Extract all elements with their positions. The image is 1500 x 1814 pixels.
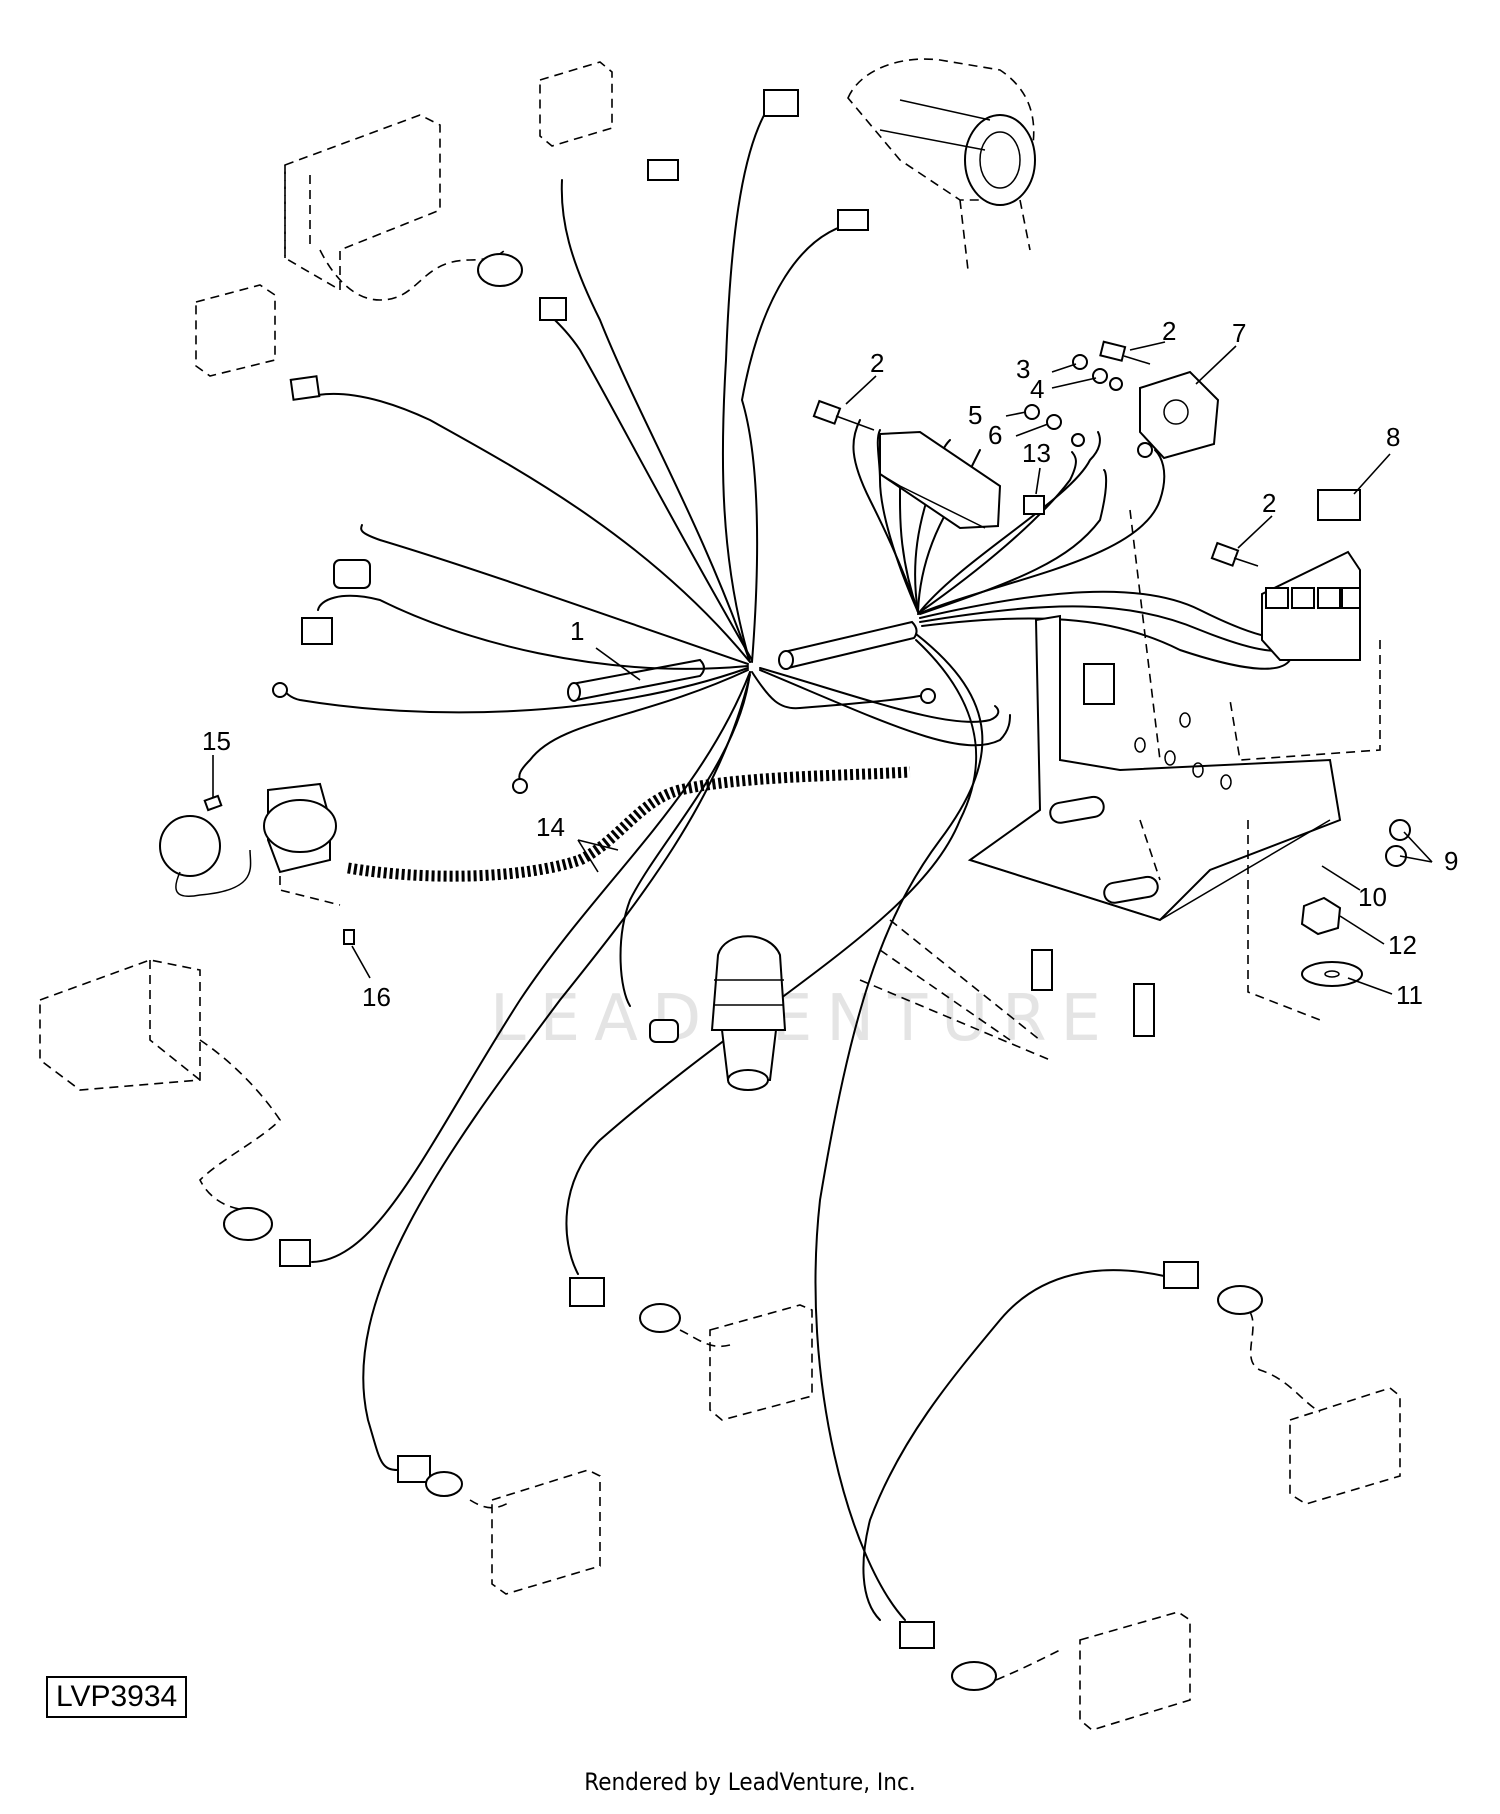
callout-14: 14 — [536, 812, 565, 842]
callout-15: 15 — [202, 726, 231, 756]
connector-b — [539, 297, 567, 321]
part-13 — [1023, 495, 1045, 515]
bottom-right-lamp-b — [899, 1611, 1191, 1731]
connector-g — [301, 617, 333, 645]
connector-c — [647, 159, 679, 181]
mounting-plate-10 — [967, 614, 1342, 922]
watermark: LEADVENTURE — [490, 982, 1115, 1056]
connector-d — [837, 209, 869, 231]
harness-sleeve-left — [567, 658, 705, 702]
top-small-lamp — [539, 61, 613, 147]
callout-2c: 2 — [1262, 488, 1276, 518]
spacers — [1031, 949, 1155, 1037]
connector-e — [763, 89, 799, 117]
connector-a — [289, 375, 321, 401]
diagram-id-label: LVP3934 — [46, 1676, 188, 1718]
callout-6: 6 — [988, 420, 1002, 450]
washer-11 — [1301, 961, 1363, 987]
bottom-middle-lamp — [569, 1277, 813, 1421]
bolt-2-right — [1210, 541, 1259, 567]
upper-left-small-lamp — [195, 284, 276, 377]
hardware-3-6 — [1024, 340, 1153, 458]
callout-13: 13 — [1022, 438, 1051, 468]
bottom-left-lamp — [397, 1455, 601, 1595]
beacon-lamp — [649, 935, 787, 1091]
relay-7 — [1139, 370, 1220, 460]
callout-10: 10 — [1358, 882, 1387, 912]
alternator — [847, 58, 1036, 271]
corrugated-conduit — [347, 766, 911, 882]
fuse-block — [1261, 550, 1361, 661]
relay-8 — [1317, 489, 1361, 521]
callout-2a: 2 — [870, 348, 884, 378]
callout-8: 8 — [1386, 422, 1400, 452]
callout-7: 7 — [1232, 318, 1246, 348]
bolt-2-left — [812, 399, 875, 431]
footer-credit: Rendered by LeadVenture, Inc. — [584, 1768, 916, 1796]
bottom-right-lamp-a — [862, 1261, 1401, 1621]
callout-16: 16 — [362, 982, 391, 1012]
callout-11: 11 — [1396, 980, 1423, 1010]
mount-dash-lines — [859, 509, 1381, 1061]
harness-wires — [281, 104, 1311, 1621]
horn-switch — [159, 782, 355, 945]
regulator-connector — [879, 430, 1002, 530]
callouts: 1 2 2 2 3 4 5 6 7 8 9 10 11 12 13 14 15 … — [202, 316, 1458, 1012]
harness-sleeve-right — [778, 620, 918, 670]
callout-5: 5 — [968, 400, 982, 430]
ring-terminal-a — [272, 682, 288, 698]
callout-1: 1 — [570, 616, 584, 646]
left-lower-lamp — [39, 959, 311, 1267]
nuts-9 — [1385, 819, 1411, 867]
nut-12 — [1300, 896, 1342, 936]
upper-left-lamp-housing — [284, 114, 523, 301]
callout-12: 12 — [1388, 930, 1417, 960]
leader-lines — [212, 341, 1433, 995]
callout-9: 9 — [1444, 846, 1458, 876]
callout-4: 4 — [1030, 374, 1044, 404]
connector-f — [333, 559, 371, 589]
callout-3: 3 — [1016, 354, 1030, 384]
ring-terminal-c — [920, 688, 936, 704]
ring-terminal-b — [512, 778, 528, 794]
callout-2b: 2 — [1162, 316, 1176, 346]
